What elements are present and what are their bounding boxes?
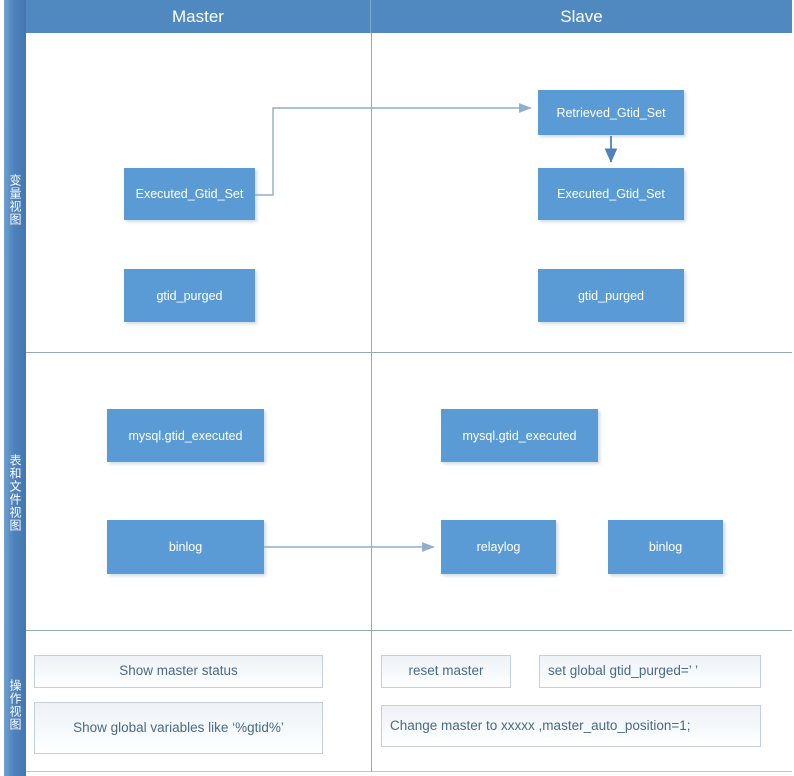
grid-body	[26, 33, 792, 772]
command-show-master-status[interactable]: Show master status	[34, 655, 323, 688]
column-header-slave: Slave	[371, 0, 792, 33]
node-slave-relaylog[interactable]: relaylog	[441, 520, 556, 574]
row-label-operation-view: 操作视图	[8, 679, 22, 731]
column-divider	[371, 33, 372, 772]
command-reset-master[interactable]: reset master	[381, 655, 511, 688]
node-slave-mysql-gtid-executed[interactable]: mysql.gtid_executed	[441, 409, 598, 462]
command-change-master[interactable]: Change master to xxxxx ,master_auto_posi…	[381, 705, 761, 747]
row-label-table-and-file-view: 表和文件视图	[8, 453, 22, 532]
node-master-mysql-gtid-executed[interactable]: mysql.gtid_executed	[107, 409, 264, 462]
node-master-gtid-purged[interactable]: gtid_purged	[124, 269, 255, 322]
command-set-global-gtid-purged[interactable]: set global gtid_purged=’ ’	[539, 655, 761, 688]
node-master-binlog[interactable]: binlog	[107, 520, 264, 574]
diagram-grid: Master Slave	[26, 0, 792, 772]
command-show-global-variables[interactable]: Show global variables like ‘%gtid%’	[34, 702, 323, 754]
row-label-band	[4, 0, 26, 776]
column-header-master: Master	[26, 0, 371, 33]
row-divider-2	[26, 630, 792, 631]
node-slave-retrieved-gtid-set[interactable]: Retrieved_Gtid_Set	[538, 90, 684, 135]
row-label-variable-view: 变量视图	[8, 174, 22, 226]
node-master-executed-gtid-set[interactable]: Executed_Gtid_Set	[124, 168, 255, 220]
row-divider-1	[26, 352, 792, 353]
node-slave-gtid-purged[interactable]: gtid_purged	[538, 269, 684, 322]
node-slave-binlog[interactable]: binlog	[608, 520, 723, 574]
node-slave-executed-gtid-set[interactable]: Executed_Gtid_Set	[538, 168, 684, 220]
